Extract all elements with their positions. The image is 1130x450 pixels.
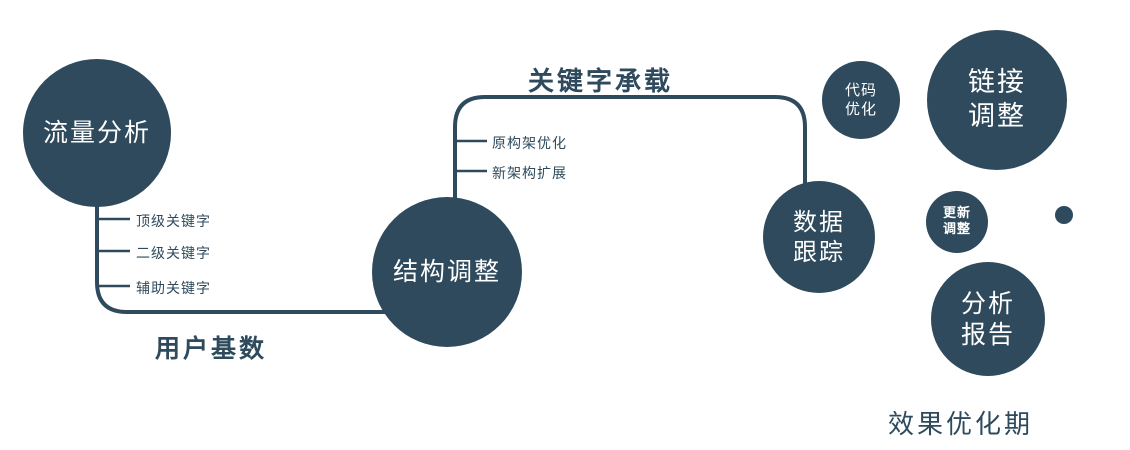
footer-phase-label: 效果优化期 [888,410,1034,440]
node-link-adjustment-line1: 链接 [968,67,1026,99]
node-code-optimization-line2: 优化 [844,100,877,118]
tick-label-top-keywords: 顶级关键字 [136,214,211,230]
bullet-dot [1055,206,1073,224]
node-traffic-analysis-label: 流量分析 [42,118,151,148]
edge-label-keyword-carry: 关键字承载 [528,67,674,97]
tick-label-auxiliary-keywords: 辅助关键字 [136,281,211,297]
connector-structure-to-data [453,95,807,200]
tick-label-secondary-keywords: 二级关键字 [136,246,211,262]
tick-label-original-architecture: 原构架优化 [492,136,567,152]
node-data-tracking-line2: 跟踪 [793,238,845,266]
connector-traffic-to-structure [95,200,395,314]
node-code-optimization-line1: 代码 [844,81,877,100]
node-link-adjustment: 链接 调整 [927,30,1067,170]
node-data-tracking-line1: 数据 [793,208,845,236]
node-structure-adjustment-label: 结构调整 [392,257,501,287]
node-update-adjustment: 更新 调整 [926,191,988,253]
node-update-adjustment-line1: 更新 [942,205,971,221]
node-update-adjustment-line2: 调整 [942,222,971,237]
node-code-optimization: 代码 优化 [822,61,900,139]
node-structure-adjustment: 结构调整 [372,197,522,347]
node-link-adjustment-line2: 调整 [968,101,1026,132]
edge-label-user-base: 用户基数 [155,334,268,363]
node-data-tracking: 数据 跟踪 [763,181,875,293]
node-analysis-report: 分析 报告 [931,262,1045,376]
node-analysis-report-line1: 分析 [960,288,1015,318]
node-traffic-analysis: 流量分析 [23,59,171,207]
node-analysis-report-line2: 报告 [960,320,1015,349]
tick-label-new-architecture: 新架构扩展 [492,166,567,182]
